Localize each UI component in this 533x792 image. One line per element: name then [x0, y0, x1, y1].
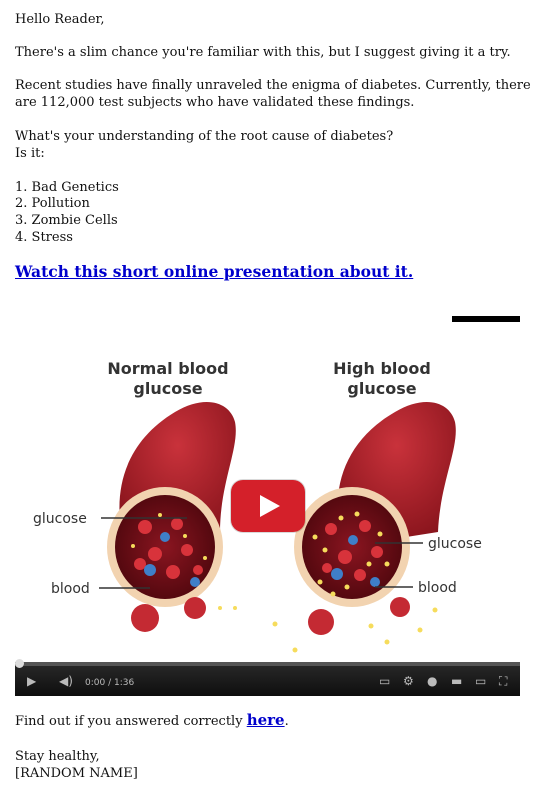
left-cell [184, 597, 206, 619]
right-blood-label: blood [418, 580, 457, 596]
gear-icon[interactable]: ⚙ [403, 674, 414, 688]
answer-link[interactable]: here [246, 711, 285, 729]
diabetes-illustration: Normal blood glucose High blood glucose [33, 359, 482, 653]
volume-icon[interactable]: ◀) [59, 674, 73, 688]
captions-icon[interactable]: ▭ [379, 674, 391, 688]
left-subtitle: glucose [133, 379, 202, 398]
answer-prefix: Find out if you answered correctly [15, 714, 247, 729]
fullscreen-icon[interactable]: ⛶ [499, 674, 508, 688]
progress-bar[interactable] [15, 659, 520, 668]
miniplayer-icon[interactable]: ▬ [451, 674, 463, 688]
time-display: 0:00 / 1:36 [85, 678, 135, 688]
youtube-logo-icon[interactable]: ● [427, 674, 438, 688]
question-line-1: What's your understanding of the root ca… [15, 129, 394, 144]
studies-line-2: are 112,000 test subjects who have valid… [15, 95, 415, 110]
left-glucose-label: glucose [33, 511, 87, 527]
divider-bar [452, 316, 520, 322]
studies-line-1: Recent studies have finally unraveled th… [15, 78, 531, 93]
question-line-2: Is it: [15, 146, 45, 161]
left-cell [131, 604, 159, 632]
video-controls: ▶ ◀) 0:00 / 1:36 ▭ ⚙ ● ▬ ▭ ⛶ [15, 659, 520, 696]
play-icon[interactable]: ▶ [27, 674, 37, 688]
answer-suffix: . [284, 714, 289, 729]
progress-handle[interactable] [15, 659, 24, 668]
right-subtitle: glucose [347, 379, 416, 398]
left-vessel-lumen [115, 495, 215, 599]
option-item: 4. Stress [15, 230, 73, 245]
signature: [RANDOM NAME] [15, 766, 138, 781]
left-title: Normal blood [107, 359, 228, 378]
theater-icon[interactable]: ▭ [475, 674, 487, 688]
presentation-link[interactable]: Watch this short online presentation abo… [15, 262, 414, 281]
right-glucose-label: glucose [428, 536, 482, 552]
video-player[interactable]: Normal blood glucose High blood glucose [15, 332, 520, 696]
option-item: 3. Zombie Cells [15, 213, 118, 228]
intro-text: There's a slim chance you're familiar wi… [15, 45, 511, 60]
option-item: 2. Pollution [15, 196, 90, 211]
greeting: Hello Reader, [15, 12, 105, 27]
answer-line: Find out if you answered correctly here. [15, 712, 289, 731]
right-cell [390, 597, 410, 617]
right-vessel-lumen [302, 495, 402, 599]
right-cell [308, 609, 334, 635]
left-blood-label: blood [51, 581, 90, 597]
play-button[interactable] [231, 480, 305, 532]
right-title: High blood [333, 359, 431, 378]
signoff: Stay healthy, [15, 749, 100, 764]
option-item: 1. Bad Genetics [15, 180, 119, 195]
